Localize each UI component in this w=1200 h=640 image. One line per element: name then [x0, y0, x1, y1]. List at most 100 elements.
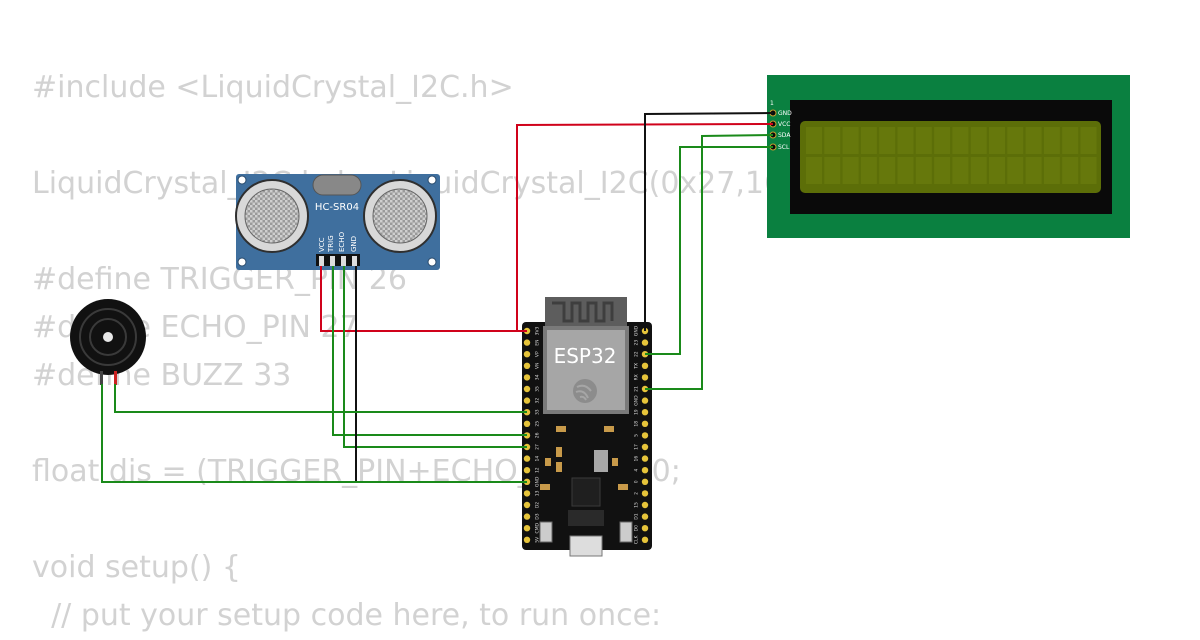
lcd-char-cell	[915, 127, 932, 154]
sensor-pin-label-gnd: GND	[350, 236, 358, 252]
esp32-pin-label: 17	[634, 444, 640, 450]
wire-sensor-gnd-to-esp-gnd[interactable]	[355, 266, 527, 483]
wire-esp-22-to-lcd-scl[interactable]	[645, 146, 773, 355]
wire-sensor-trig-to-esp-26[interactable]	[332, 266, 527, 436]
esp32-pin-right[interactable]	[641, 467, 649, 474]
lcd-char-cell	[860, 127, 877, 154]
lcd-pin-label-sda: SDA	[778, 132, 791, 139]
esp32-pin-left[interactable]	[523, 490, 531, 497]
esp32-pin-left[interactable]	[523, 351, 531, 358]
esp32-pin-right[interactable]	[641, 432, 649, 439]
esp32-pin-left[interactable]	[523, 385, 531, 393]
esp32-pcb-components	[540, 426, 628, 526]
esp32-pin-right[interactable]	[641, 443, 649, 451]
esp32-pin-right[interactable]	[641, 501, 649, 509]
lcd-character-grid	[806, 127, 1097, 184]
code-line: // put your setup code here, to run once…	[32, 598, 662, 633]
lcd-char-cell	[806, 157, 822, 184]
esp32-pin-right[interactable]	[641, 362, 649, 369]
espressif-logo-icon	[573, 379, 597, 403]
buzzer-pin-positive[interactable]	[114, 371, 117, 385]
esp32-pin-left[interactable]	[523, 362, 531, 369]
buzzer-pin-negative[interactable]	[100, 371, 103, 385]
esp32-pin-left[interactable]	[523, 536, 531, 543]
esp32-pin-right[interactable]	[641, 536, 649, 543]
esp32-pin-label: RX	[634, 374, 640, 380]
lcd-char-cell	[934, 127, 951, 154]
esp32-pin-label: EN	[535, 339, 541, 345]
esp32-pin-label: 23	[634, 340, 640, 346]
lcd-char-cell	[1080, 127, 1097, 154]
wire-esp-gnd-to-lcd-gnd[interactable]	[644, 112, 774, 331]
wire-sensor-echo-to-esp-27[interactable]	[343, 266, 527, 448]
lcd-char-cell	[989, 127, 1005, 154]
esp32-pin-left[interactable]	[523, 525, 531, 532]
esp32-pin-left[interactable]	[523, 374, 531, 381]
sensor-pin-vcc[interactable]	[319, 256, 324, 266]
lcd-pin-one-marker: 1	[770, 100, 774, 107]
esp32-pin-label: 0	[634, 480, 640, 483]
sensor-pin-gnd[interactable]	[352, 256, 357, 266]
lcd-char-cell	[897, 127, 914, 154]
sensor-pin-trig[interactable]	[330, 256, 335, 266]
esp32-pin-right[interactable]	[641, 397, 649, 404]
sensor-pin-label-echo: ECHO	[338, 231, 346, 252]
esp32-pin-label: GND	[634, 395, 640, 406]
esp32-pin-right[interactable]	[641, 455, 649, 462]
esp32-pin-left[interactable]	[523, 397, 531, 404]
esp32-pin-label: 21	[634, 386, 640, 392]
esp32-pin-label: GND	[634, 325, 640, 336]
esp32-devkit[interactable]: ESP32 3V3ENVPVN343532332526271412GND13D2…	[522, 297, 652, 557]
esp32-pin-label: CMD	[535, 522, 541, 533]
esp32-pin-label: 19	[634, 409, 640, 415]
esp32-pin-right[interactable]	[641, 525, 649, 532]
lcd-char-cell	[897, 157, 914, 184]
esp32-pin-label: 2	[634, 492, 640, 495]
wire-buzzer-positive-to-esp-33[interactable]	[114, 384, 527, 413]
lcd-char-cell	[842, 127, 859, 154]
esp32-pin-right[interactable]	[641, 420, 649, 427]
esp32-pin-label: D0	[634, 525, 640, 531]
hc-sr04-sensor[interactable]: HC-SR04 VCC TRIG ECHO GND	[235, 174, 440, 270]
esp32-pin-right[interactable]	[641, 478, 649, 485]
esp32-pin-left[interactable]	[523, 467, 531, 474]
esp32-pin-label: 34	[535, 374, 541, 380]
esp32-pin-label: D3	[535, 513, 541, 519]
lcd-char-cell	[824, 157, 841, 184]
esp32-pin-right[interactable]	[641, 339, 649, 346]
en-button[interactable]	[619, 521, 633, 543]
lcd-char-cell	[1043, 157, 1060, 184]
esp32-pin-label: 25	[535, 421, 541, 427]
esp32-pin-left[interactable]	[523, 501, 531, 509]
esp32-pin-left[interactable]	[523, 339, 531, 346]
esp32-pin-left[interactable]	[523, 513, 531, 520]
esp32-pin-label: 3V3	[535, 326, 541, 335]
lcd-char-cell	[970, 157, 987, 184]
sensor-pin-echo[interactable]	[341, 256, 346, 266]
wire-esp-21-to-lcd-sda[interactable]	[645, 134, 774, 390]
wire-sensor-vcc-to-esp-3v3[interactable]	[320, 266, 527, 332]
esp32-pin-label: 16	[634, 456, 640, 462]
usb-port	[569, 535, 603, 557]
lcd-pin-label-vcc: VCC	[778, 121, 790, 128]
crystal-oscillator	[312, 174, 362, 196]
esp32-pin-right[interactable]	[641, 409, 649, 416]
esp32-pin-right[interactable]	[641, 374, 649, 381]
lcd-char-cell	[1080, 157, 1097, 184]
esp32-pin-right[interactable]	[641, 490, 649, 497]
wire-buzzer-negative-to-esp-gnd[interactable]	[101, 384, 527, 483]
wires	[101, 112, 774, 483]
lcd-char-cell	[842, 157, 859, 184]
lcd-1602-i2c[interactable]: 1 GND VCC SDA SCL	[767, 75, 1130, 238]
buzzer[interactable]	[70, 299, 146, 385]
lcd-char-cell	[1062, 127, 1079, 154]
esp32-pin-left[interactable]	[523, 455, 531, 462]
boot-button[interactable]	[539, 521, 553, 543]
esp32-pin-label: D2	[535, 502, 541, 508]
esp32-pin-right[interactable]	[641, 513, 649, 520]
esp32-pin-label: 35	[535, 386, 541, 392]
esp32-pin-left[interactable]	[523, 420, 531, 427]
transducer-right	[363, 179, 437, 253]
lcd-char-cell	[1007, 157, 1024, 184]
